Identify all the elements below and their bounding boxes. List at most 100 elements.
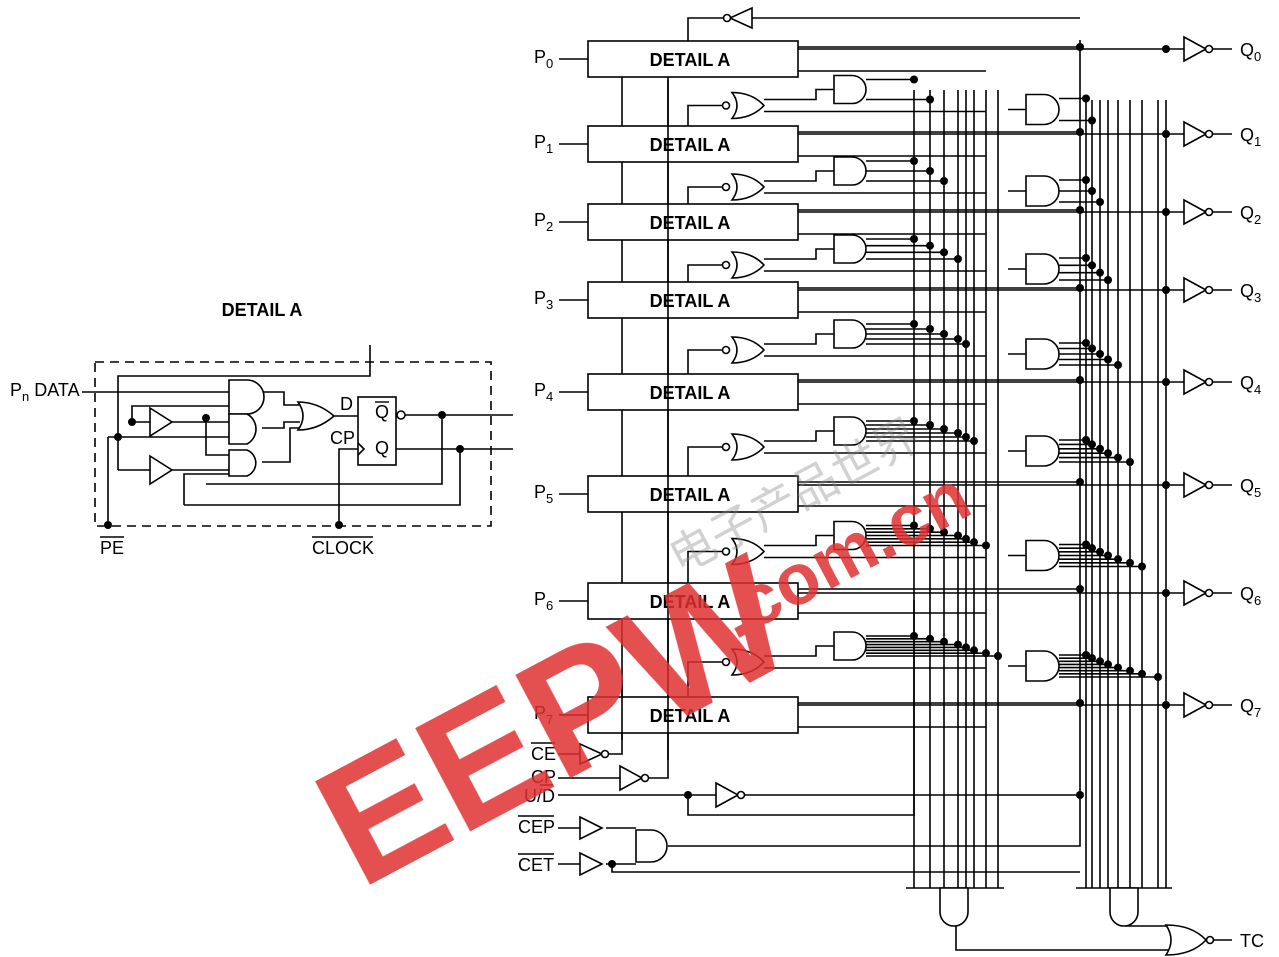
output-and-gate-2 bbox=[1025, 253, 1060, 285]
detail-a-boundary bbox=[94, 361, 492, 527]
output-and-gate-6 bbox=[1025, 650, 1060, 682]
cep-buffer bbox=[579, 815, 604, 841]
carry-or-gate-4 bbox=[730, 433, 766, 461]
tc-label: TC bbox=[1240, 931, 1264, 951]
detail-a-block-3 bbox=[587, 281, 799, 319]
detail-a-block-label-1: DETAIL A bbox=[650, 135, 731, 155]
and-gate-2 bbox=[228, 413, 257, 445]
output-label-q4: Q4 bbox=[1240, 373, 1261, 397]
detail-a-title: DETAIL A bbox=[222, 300, 303, 320]
output-label-q6: Q6 bbox=[1240, 584, 1261, 608]
detail-a-panel: DETAIL A Pn DATA D CP Q Q PE CLOCK bbox=[10, 300, 513, 558]
carry-and-gate-0 bbox=[833, 74, 867, 105]
output-buffer-6 bbox=[1183, 579, 1208, 607]
input-label-p5: P5 bbox=[534, 482, 553, 506]
d-label: D bbox=[340, 394, 353, 414]
output-and-gate-3 bbox=[1025, 338, 1060, 370]
output-and-gate-0 bbox=[1025, 93, 1060, 126]
output-buffer-2 bbox=[1183, 198, 1208, 226]
input-label-p4: P4 bbox=[534, 380, 553, 404]
top-inverter bbox=[728, 6, 753, 30]
detail-a-block-label-2: DETAIL A bbox=[650, 213, 731, 233]
carry-logic-1 bbox=[687, 156, 1100, 207]
detail-a-block-label-6: DETAIL A bbox=[650, 592, 731, 612]
flip-flop bbox=[357, 396, 397, 466]
output-label-q5: Q5 bbox=[1240, 476, 1261, 500]
detail-a-block-label-5: DETAIL A bbox=[650, 485, 731, 505]
carry-or-gate-3 bbox=[730, 336, 766, 364]
carry-logic-5 bbox=[687, 520, 1142, 583]
detail-a-block-0 bbox=[587, 40, 799, 78]
detail-a-block-7 bbox=[587, 696, 799, 734]
output-label-q0: Q0 bbox=[1240, 40, 1261, 64]
pe-label: PE bbox=[100, 538, 124, 558]
carry-and-gate-1 bbox=[833, 156, 867, 186]
output-label-q3: Q3 bbox=[1240, 281, 1261, 305]
stage-3: P3 DETAIL A Q3 bbox=[534, 276, 1261, 319]
input-label-p3: P3 bbox=[534, 288, 553, 312]
detail-a-block-label-0: DETAIL A bbox=[650, 50, 731, 70]
carry-and-gate-3 bbox=[833, 319, 867, 349]
cet-label: CET bbox=[518, 855, 554, 875]
detail-a-block-6 bbox=[587, 582, 799, 620]
output-and-gate-1 bbox=[1025, 175, 1060, 207]
cep-label: CEP bbox=[518, 817, 555, 837]
cp-label: CP bbox=[330, 428, 355, 448]
carry-logic-0 bbox=[687, 74, 1092, 126]
output-label-q1: Q1 bbox=[1240, 125, 1261, 149]
tc-logic: TC bbox=[906, 887, 1264, 956]
output-buffer-0 bbox=[1183, 35, 1208, 63]
carry-or-gate-1 bbox=[730, 173, 766, 201]
buffer-gate-2 bbox=[149, 454, 174, 486]
detail-a-block-label-7: DETAIL A bbox=[650, 706, 731, 726]
output-buffer-1 bbox=[1183, 120, 1208, 148]
tc-and-gate-left bbox=[939, 887, 969, 927]
cet-buffer bbox=[579, 851, 604, 877]
clock-label: CLOCK bbox=[312, 538, 374, 558]
qbar-bubble bbox=[396, 410, 406, 420]
pn-data-label: Pn DATA bbox=[10, 380, 80, 404]
carry-and-gate-2 bbox=[833, 234, 867, 264]
output-label-q7: Q7 bbox=[1240, 696, 1261, 720]
ud-inverter bbox=[715, 781, 740, 809]
tc-and-gate-right bbox=[1109, 887, 1139, 927]
carry-or-gate-2 bbox=[730, 251, 766, 279]
output-and-gate-4 bbox=[1025, 435, 1060, 467]
stage-6: P6 DETAIL A Q6 bbox=[534, 579, 1261, 620]
stage-5: P5 DETAIL A Q5 bbox=[534, 471, 1261, 513]
control-inputs: CE CP U/D CEP CET bbox=[518, 40, 1084, 877]
carry-and-gate-5 bbox=[833, 520, 867, 551]
carry-logic-3 bbox=[687, 319, 1118, 374]
output-buffer-5 bbox=[1183, 471, 1208, 499]
detail-a-block-label-3: DETAIL A bbox=[650, 291, 731, 311]
cep-cet-and-gate bbox=[635, 829, 668, 863]
detail-a-block-2 bbox=[587, 203, 799, 241]
carry-or-gate-0 bbox=[730, 91, 766, 120]
carry-and-gate-6 bbox=[833, 631, 867, 661]
input-label-p0: P0 bbox=[534, 47, 553, 71]
ud-label: U/D bbox=[524, 786, 555, 806]
output-label-q2: Q2 bbox=[1240, 203, 1261, 227]
detail-a-block-4 bbox=[587, 373, 799, 411]
cp-input-label: CP bbox=[531, 767, 556, 787]
ce-inverter bbox=[579, 742, 604, 766]
and-gate-3 bbox=[228, 449, 257, 477]
stage-0: P0 DETAIL A Q0 bbox=[534, 35, 1261, 78]
carry-logic-2 bbox=[687, 234, 1108, 285]
cp-inverter bbox=[619, 764, 644, 792]
input-label-p2: P2 bbox=[534, 210, 553, 234]
qbar-label: Q bbox=[375, 402, 389, 422]
or-gate bbox=[296, 401, 336, 431]
stage-2: P2 DETAIL A Q2 bbox=[534, 198, 1261, 241]
tc-nor-gate bbox=[1164, 924, 1208, 956]
output-buffer-3 bbox=[1183, 276, 1208, 304]
input-label-p6: P6 bbox=[534, 589, 553, 613]
carry-or-gate-5 bbox=[730, 537, 766, 566]
and-gate-1 bbox=[228, 379, 265, 415]
detail-a-block-label-4: DETAIL A bbox=[650, 383, 731, 403]
carry-logic-4 bbox=[687, 416, 1130, 476]
